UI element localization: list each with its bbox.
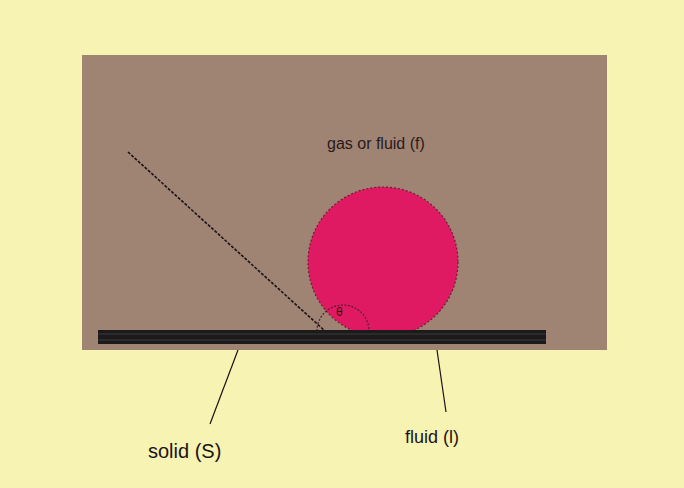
solid-surface-line (98, 334, 546, 335)
solid-surface-line (98, 340, 546, 341)
phase-label: solid (S) (148, 440, 221, 463)
leader-line (210, 350, 238, 424)
phase-label: fluid (l) (405, 427, 459, 448)
gas-region-fill (82, 55, 607, 350)
leader-line (437, 350, 446, 412)
angle-arc (317, 305, 369, 331)
angle-symbol: θ (336, 305, 343, 319)
solid-surface (98, 330, 546, 344)
gas-region: gas or fluid (f) (82, 55, 607, 350)
tangent-line (128, 152, 325, 331)
region-label: gas or fluid (f) (327, 135, 425, 153)
droplet (308, 187, 458, 331)
